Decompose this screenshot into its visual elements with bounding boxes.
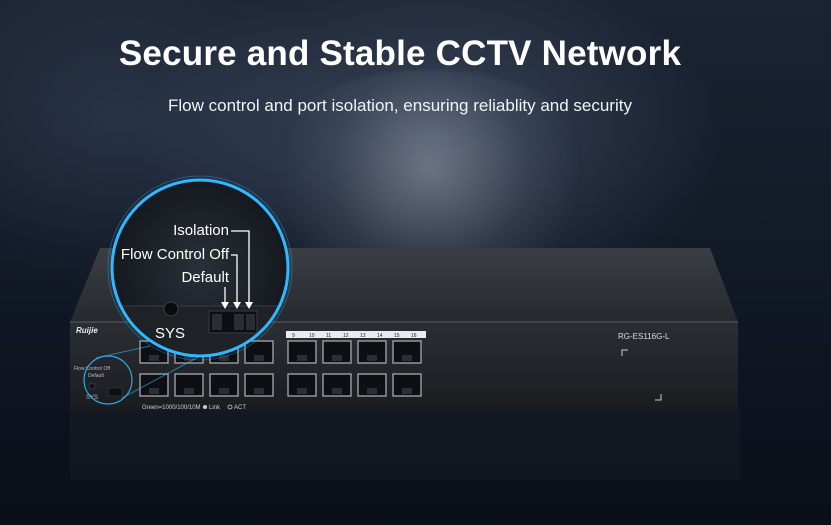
magnifier-lens: Isolation Flow Control Off Default SYS (107, 175, 293, 361)
model-label: RG-ES116G-L (618, 332, 670, 341)
ethernet-port (139, 373, 169, 397)
sys-label: SYS (155, 325, 185, 342)
page-title: Secure and Stable CCTV Network (118, 34, 682, 73)
brand-logo: Ruijie (76, 326, 98, 335)
port-number-label: 16 (411, 333, 417, 339)
lens-ring (110, 178, 290, 358)
sys-led-icon (163, 301, 179, 317)
ethernet-port (287, 340, 317, 364)
ethernet-port (322, 373, 352, 397)
ethernet-port (209, 373, 239, 397)
port-block-left (139, 340, 274, 397)
ethernet-port (392, 340, 422, 364)
corner-mark-icon (655, 394, 662, 401)
ethernet-port (244, 373, 274, 397)
port-number-label: 9 (292, 333, 295, 339)
port-number-label: 13 (360, 333, 366, 339)
ethernet-port (357, 340, 387, 364)
port-number-label: 15 (394, 333, 400, 339)
speed-legend: Green=1000/100/10M (142, 405, 201, 411)
default-label: Default (181, 269, 229, 286)
ethernet-port (174, 373, 204, 397)
port-number-label: 11 (326, 333, 331, 339)
ethernet-port (357, 373, 387, 397)
port-labels: 9 10 11 12 13 14 15 16 (292, 333, 417, 339)
link-led-icon (203, 405, 207, 409)
ethernet-port (392, 373, 422, 397)
port-block-right (287, 340, 422, 397)
ethernet-port (244, 340, 274, 364)
port-number-label: 10 (309, 333, 315, 339)
corner-mark-icon (621, 349, 628, 356)
isolation-label: Isolation (173, 222, 229, 239)
page-subtitle: Flow control and port isolation, ensurin… (168, 96, 632, 115)
small-dip-switch (107, 387, 123, 397)
small-sys-led-icon (88, 382, 96, 390)
act-led-icon (227, 404, 233, 410)
port-number-label: 12 (343, 333, 349, 339)
port-label-strip (286, 331, 426, 338)
ethernet-port (287, 373, 317, 397)
flow-control-label: Flow Control Off (121, 246, 230, 263)
ethernet-port (322, 340, 352, 364)
highlight-ring (83, 355, 133, 405)
act-label: ACT (234, 405, 246, 411)
small-flow-control-label: Flow Control Off (74, 366, 111, 372)
link-label: Link (209, 405, 221, 411)
small-default-label: Default (88, 373, 104, 379)
port-number-label: 14 (377, 333, 383, 339)
